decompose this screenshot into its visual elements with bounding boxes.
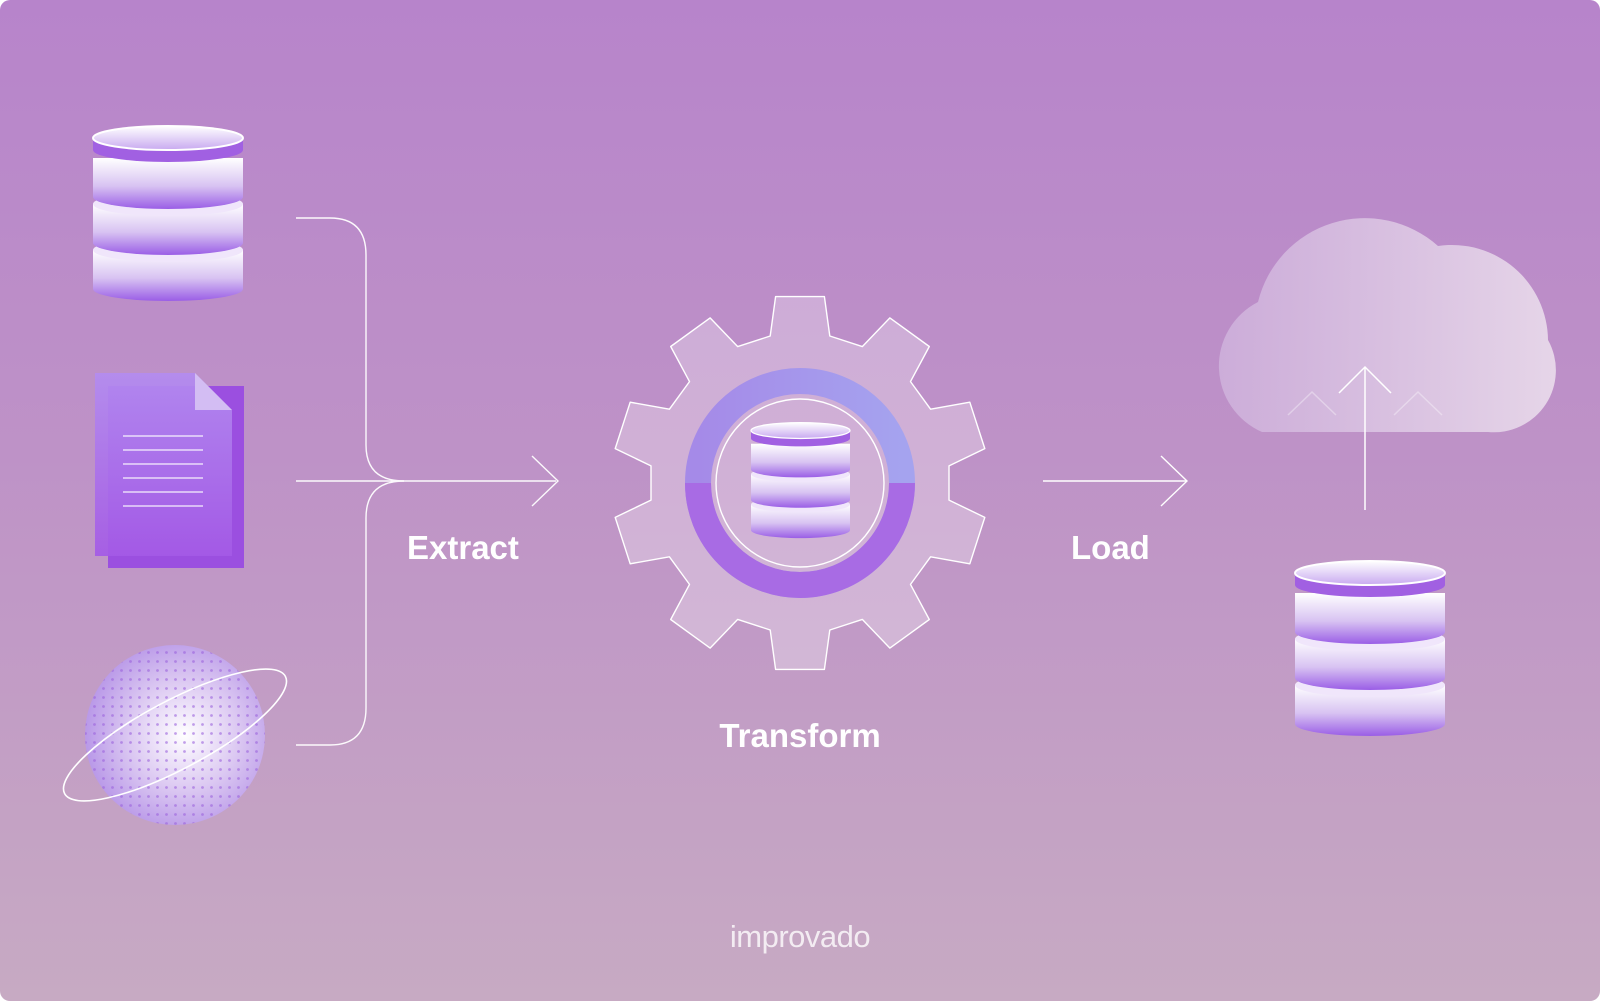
load-arrow	[1043, 455, 1189, 507]
extract-label: Extract	[407, 529, 519, 566]
source-database-icon	[92, 125, 244, 302]
destination-database-icon	[1294, 560, 1446, 737]
improvado-logo: improvado	[729, 919, 871, 954]
cloud-icon	[1218, 218, 1556, 433]
source-document-icon	[95, 373, 244, 568]
transform-gear-icon	[614, 295, 986, 671]
load-label: Load	[1071, 529, 1150, 566]
source-planet-icon	[62, 645, 288, 825]
extract-connector-lines	[296, 217, 560, 746]
transform-label: Transform	[719, 717, 881, 754]
upload-arrows-icon	[1287, 365, 1443, 510]
transform-database-icon	[750, 421, 851, 539]
